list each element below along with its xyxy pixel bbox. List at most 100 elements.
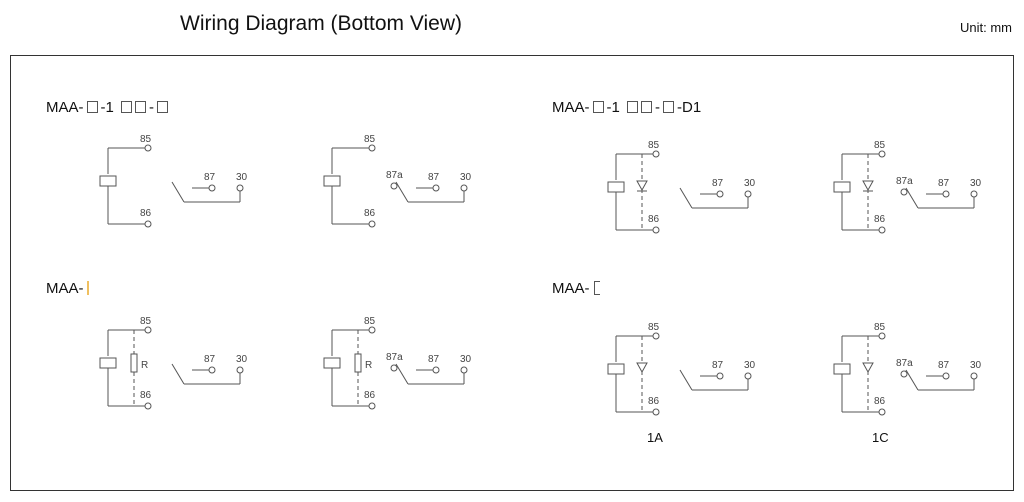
label-30: 30	[236, 354, 248, 365]
coil-icon	[99, 175, 117, 187]
panel-label-resistor: MAA-	[46, 280, 89, 297]
zener-icon	[636, 362, 648, 374]
panel-label-basic: MAA--1 -	[46, 99, 171, 116]
label-86: 86	[140, 390, 152, 401]
label-85: 85	[874, 140, 886, 151]
placeholder-box	[86, 101, 98, 113]
label-86: 86	[364, 390, 376, 401]
resistor-icon	[354, 353, 362, 373]
label-87: 87	[204, 172, 216, 183]
pin-85	[144, 144, 152, 152]
pin-87	[432, 184, 440, 192]
pin-85	[368, 144, 376, 152]
placeholder-box	[157, 101, 169, 113]
label-85: 85	[140, 316, 152, 327]
coil-icon	[833, 363, 851, 375]
label-30: 30	[744, 360, 756, 371]
coil-icon	[607, 181, 625, 193]
pin-87	[432, 366, 440, 374]
label-86: 86	[648, 214, 660, 225]
placeholder-box	[121, 101, 133, 113]
label-85: 85	[364, 316, 376, 327]
label-87: 87	[712, 178, 724, 189]
placeholder-box	[641, 101, 653, 113]
pin-87	[942, 372, 950, 380]
switch-arm-a	[171, 363, 185, 385]
label-resistor: R	[365, 360, 372, 371]
pin-85	[652, 150, 660, 158]
label-87a: 87a	[386, 352, 403, 363]
page-title: Wiring Diagram (Bottom View)	[180, 12, 463, 35]
label-85: 85	[874, 322, 886, 333]
pin-87	[716, 190, 724, 198]
pin-86	[652, 226, 660, 234]
pin-30	[236, 184, 244, 192]
label-87a: 87a	[896, 176, 913, 187]
label-87a: 87a	[896, 358, 913, 369]
pin-86	[878, 226, 886, 234]
pin-85	[878, 150, 886, 158]
pin-87	[208, 366, 216, 374]
coil-icon	[323, 357, 341, 369]
pin-30	[744, 372, 752, 380]
label-85: 85	[648, 140, 660, 151]
label-87: 87	[204, 354, 216, 365]
label-86: 86	[364, 208, 376, 219]
pin-30	[970, 372, 978, 380]
coil-icon	[833, 181, 851, 193]
pin-86	[368, 220, 376, 228]
pin-87a	[390, 182, 398, 190]
pin-85	[144, 326, 152, 334]
cropped-mark	[593, 281, 600, 295]
pin-86	[144, 402, 152, 410]
pin-87	[942, 190, 950, 198]
label-86: 86	[874, 214, 886, 225]
pin-30	[236, 366, 244, 374]
placeholder-box	[135, 101, 147, 113]
label-30: 30	[970, 360, 982, 371]
label-87: 87	[428, 354, 440, 365]
type-label-1c: 1C	[872, 430, 889, 445]
pin-85	[878, 332, 886, 340]
label-resistor: R	[141, 360, 148, 371]
pin-30	[460, 184, 468, 192]
coil-icon	[607, 363, 625, 375]
panel-label-diode: MAA--1 --D1	[552, 99, 702, 116]
pin-87a	[390, 364, 398, 372]
label-87: 87	[938, 178, 950, 189]
switch-arm-a	[395, 181, 409, 203]
placeholder-box	[663, 101, 675, 113]
label-87: 87	[938, 360, 950, 371]
placeholder-box	[592, 101, 604, 113]
diode-icon	[636, 180, 648, 192]
label-85: 85	[364, 134, 376, 145]
label-30: 30	[970, 178, 982, 189]
pin-85	[652, 332, 660, 340]
switch-arm-a	[171, 181, 185, 203]
switch-arm-a	[679, 187, 693, 209]
switch-arm-a	[679, 369, 693, 391]
diagram-frame	[10, 55, 1014, 491]
cropped-mark	[86, 281, 89, 295]
panel-label-zener: MAA-	[552, 280, 600, 297]
type-label-1a: 1A	[647, 430, 663, 445]
pin-87	[208, 184, 216, 192]
pin-87a	[900, 370, 908, 378]
pin-86	[144, 220, 152, 228]
unit-label: Unit: mm	[960, 20, 1012, 35]
resistor-icon	[130, 353, 138, 373]
placeholder-box	[627, 101, 639, 113]
pin-86	[368, 402, 376, 410]
pin-30	[744, 190, 752, 198]
pin-87a	[900, 188, 908, 196]
relay-diagram-resistor-a: 85 86 R 87 30	[99, 316, 248, 410]
label-87: 87	[428, 172, 440, 183]
pin-30	[970, 190, 978, 198]
